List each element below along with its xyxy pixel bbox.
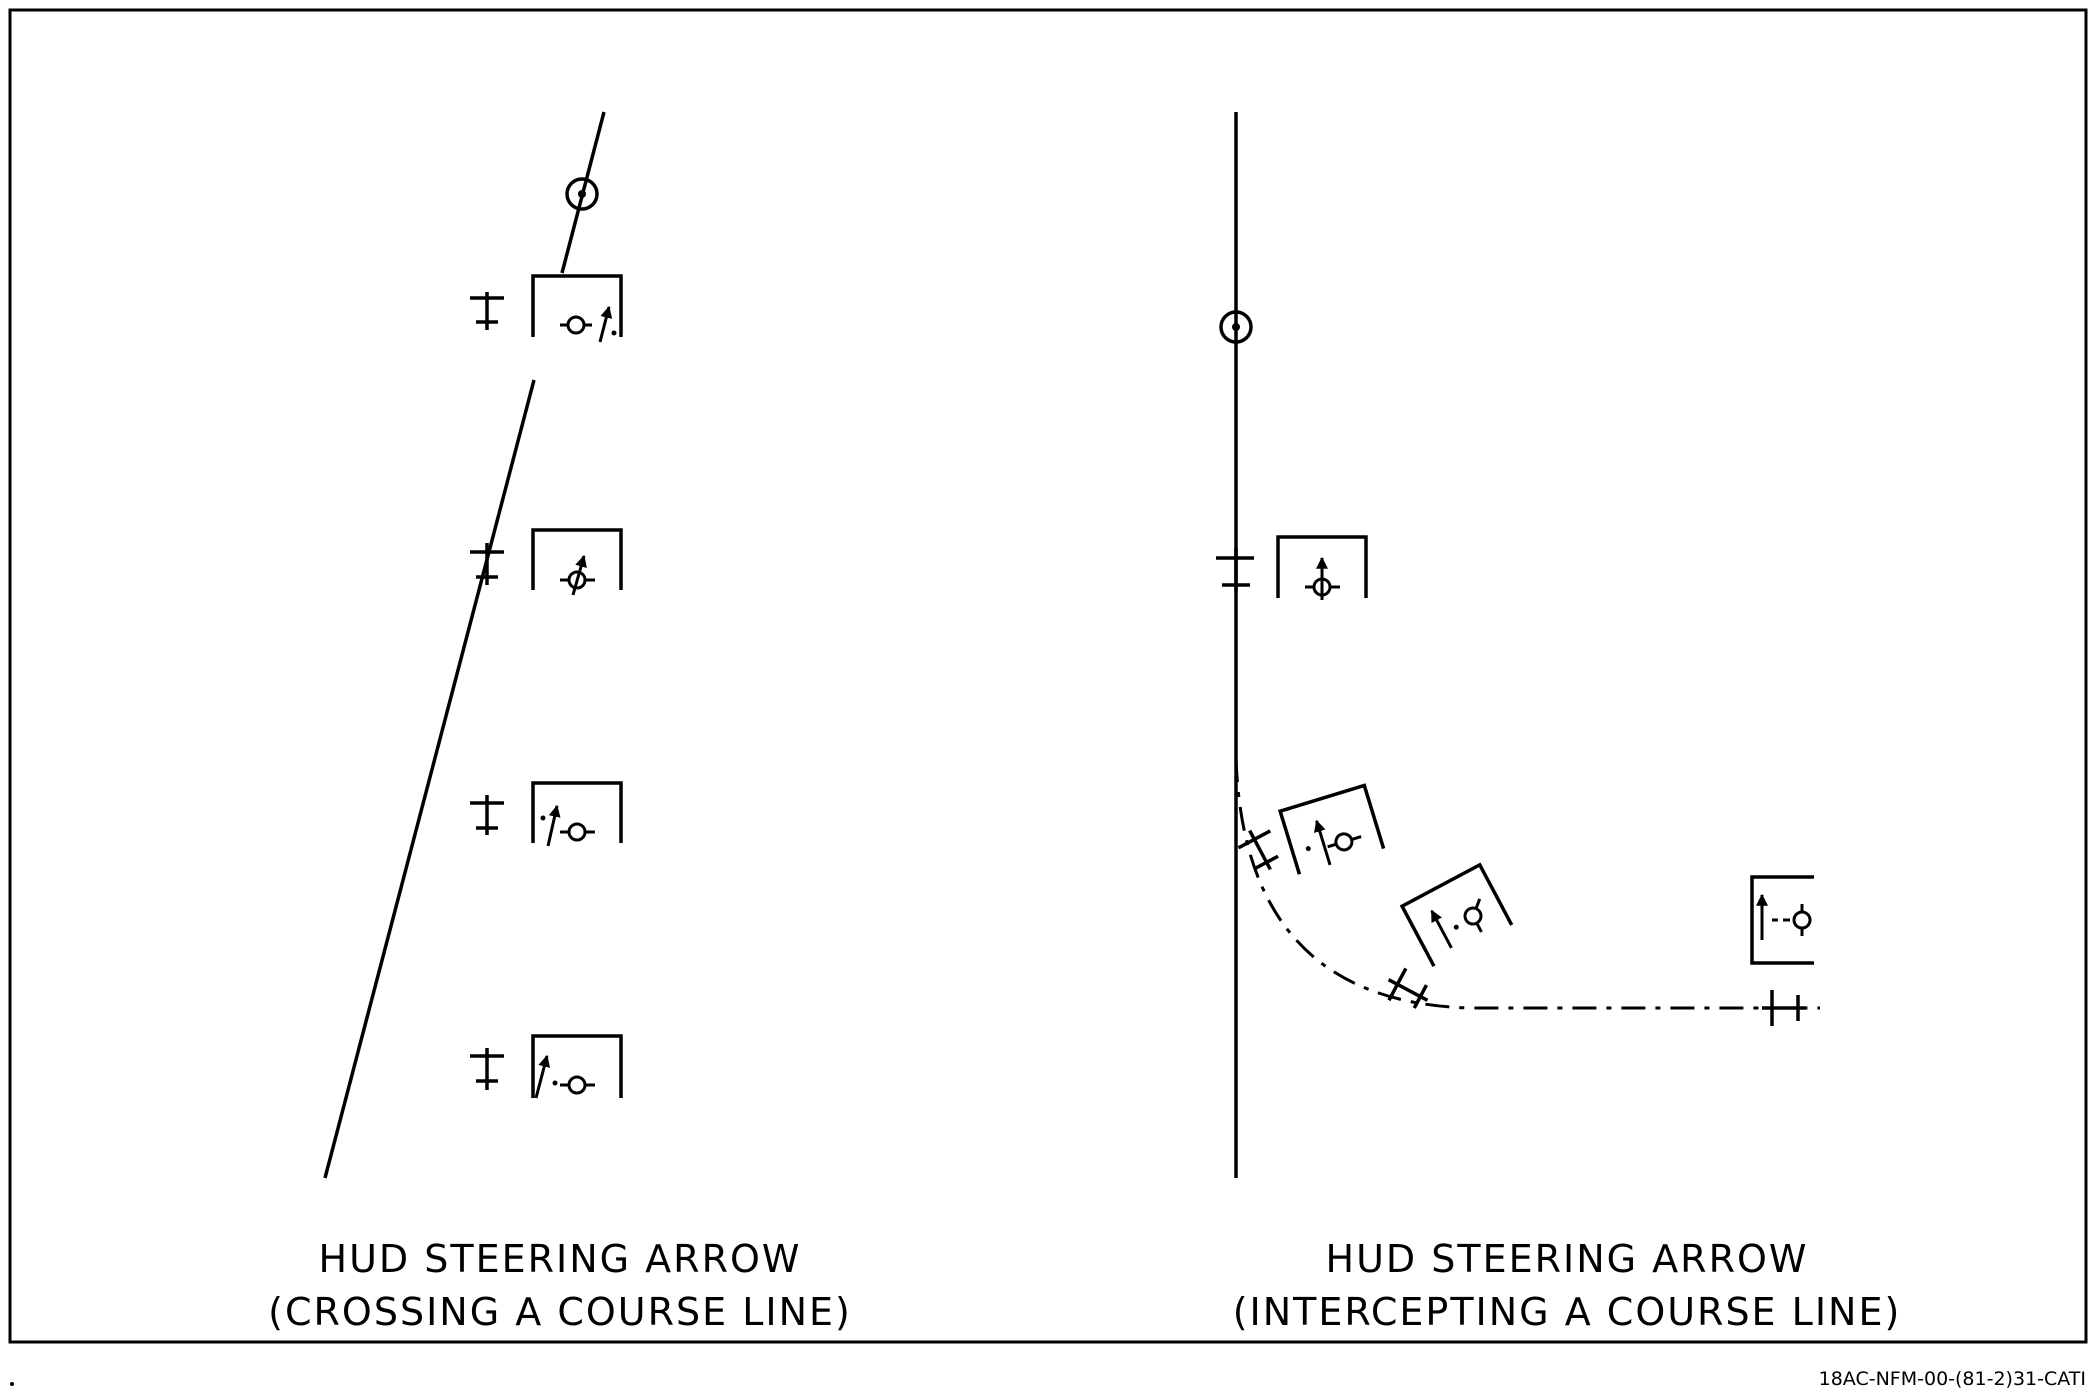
- aircraft-symbol-icon: [470, 1048, 504, 1090]
- course-line-lower: [323, 379, 536, 1179]
- hud-window-icon: [1277, 783, 1386, 875]
- right-caption-line1: HUD STEERING ARROW: [1326, 1237, 1809, 1281]
- steering-arrow-icon: [1430, 909, 1453, 949]
- intercept-path: [1234, 757, 1820, 1010]
- aircraft-symbol-icon: [470, 543, 504, 585]
- steering-arrow-icon: [534, 1054, 551, 1099]
- right-caption-line2: (INTERCEPTING A COURSE LINE): [1233, 1290, 1902, 1334]
- waypoint-target-icon: [1219, 310, 1253, 344]
- aircraft-symbol-icon: [1387, 967, 1429, 1009]
- right-panel: HUD STEERING ARROW (INTERCEPTING A COURS…: [1216, 112, 1902, 1334]
- waypoint-target-icon: [565, 177, 599, 211]
- left-caption-line2: (CROSSING A COURSE LINE): [268, 1290, 852, 1334]
- hud-window-icon: [531, 1034, 623, 1099]
- steering-arrow-icon: [546, 804, 561, 847]
- velocity-vector-icon: [1792, 904, 1812, 936]
- figure-code: 18AC-NFM-00-(81-2)31-CATI: [1819, 1368, 2086, 1390]
- aircraft-symbol-icon: [1762, 990, 1806, 1026]
- figure-frame: [8, 8, 2088, 1344]
- aircraft-symbol-icon: [470, 795, 504, 835]
- left-caption-line1: HUD STEERING ARROW: [319, 1237, 802, 1281]
- hud-window-icon: [1276, 535, 1368, 600]
- velocity-vector-icon: [560, 570, 595, 590]
- hud-window-icon: [531, 781, 623, 847]
- aircraft-symbol-icon: [1237, 829, 1279, 871]
- hud-window-icon: [1750, 875, 1814, 965]
- left-panel: HUD STEERING ARROW (CROSSING A COURSE LI…: [268, 111, 852, 1334]
- aircraft-symbol-icon: [470, 292, 504, 330]
- hud-window-icon: [1399, 862, 1514, 968]
- hud-window-icon: [531, 528, 623, 596]
- hud-window-icon: [531, 274, 623, 343]
- velocity-vector-icon: [1463, 898, 1483, 933]
- velocity-vector-icon: [560, 822, 595, 842]
- steering-arrow-icon: [1314, 819, 1332, 866]
- steering-arrow-icon: [571, 554, 587, 596]
- velocity-vector-icon: [560, 1075, 595, 1095]
- velocity-vector-icon: [1327, 832, 1362, 852]
- velocity-vector-icon: [1305, 577, 1340, 597]
- velocity-vector-icon: [560, 315, 592, 335]
- aircraft-symbol-icon: [1216, 548, 1254, 592]
- steering-arrow-icon: [598, 305, 613, 343]
- corner-dot: [10, 1382, 14, 1386]
